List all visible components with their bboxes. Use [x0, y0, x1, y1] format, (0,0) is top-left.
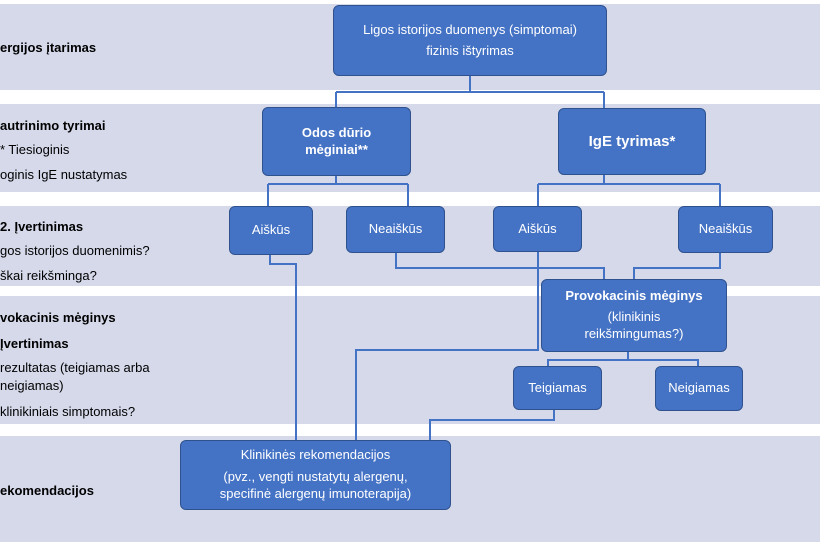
- row-label-tests-title: autrinimo tyrimai: [0, 118, 106, 133]
- unclear-left-label: Neaiškūs: [368, 221, 423, 237]
- row-label-prov-line2: rezultatas (teigiamas arba: [0, 360, 150, 375]
- provocation-title: Provokacinis mėginys: [565, 288, 703, 304]
- clear-right-box: Aiškūs: [493, 206, 582, 252]
- history-line2: fizinis ištyrimas: [426, 42, 514, 58]
- row-label-prov-title: vokacinis mėginys: [0, 310, 116, 325]
- connector-unclear-to-provocation: [395, 253, 605, 279]
- connector-positive-to-recommend: [429, 410, 555, 440]
- row-label-eval-line2: škai reikšminga?: [0, 268, 97, 283]
- recommendations-line2: specifinė alergenų imunoterapija): [219, 485, 412, 501]
- connector-unclear-right-to-provocation: [633, 253, 721, 279]
- skin-prick-box: Odos dūrio mėginiai**: [262, 107, 411, 176]
- positive-label: Teigiamas: [528, 379, 587, 395]
- unclear-left-box: Neaiškūs: [346, 206, 445, 253]
- history-box: Ligos istorijos duomenys (simptomai) fiz…: [333, 5, 607, 76]
- provocation-line1: (klinikinis: [607, 309, 661, 325]
- ige-test-label: IgE tyrimas*: [588, 132, 676, 150]
- clear-right-label: Aiškūs: [518, 220, 557, 236]
- connector-skin-split: [267, 176, 409, 206]
- row-label-tests-line1: * Tiesioginis: [0, 142, 70, 157]
- connector-provocation-split: [547, 352, 699, 366]
- clear-left-box: Aiškūs: [229, 206, 313, 255]
- recommendations-line1: (pvz., vengti nustatytų alergenų,: [223, 469, 408, 485]
- row-label-prov-line4: klinikiniais simptomais?: [0, 404, 136, 419]
- row-label-tests-line2: oginis IgE nustatymas: [0, 167, 128, 182]
- connector-history-split: [335, 76, 605, 108]
- positive-box: Teigiamas: [513, 366, 602, 410]
- ige-test-box: IgE tyrimas*: [558, 108, 706, 175]
- row-label-prov-line3: neigiamas): [0, 378, 64, 393]
- connector-clear-right-to-recommend: [355, 252, 539, 440]
- clear-left-label: Aiškūs: [251, 222, 291, 238]
- row-label-eval-title: 2. Įvertinimas: [0, 219, 84, 234]
- connector-clear-left-to-recommend: [269, 255, 297, 440]
- row-label-eval-line1: gos istorijos duomenimis?: [0, 243, 150, 258]
- history-line1: Ligos istorijos duomenys (simptomai): [363, 21, 577, 37]
- provocation-box: Provokacinis mėginys (klinikinis reikšmi…: [541, 279, 727, 352]
- row-label-recommendations: ekomendacijos: [0, 483, 94, 498]
- negative-label: Neigiamas: [668, 380, 730, 396]
- skin-prick-line1: Odos dūrio: [301, 124, 372, 140]
- row-label-prov-eval: Įvertinimas: [0, 336, 69, 351]
- recommendations-box: Klinikinės rekomendacijos (pvz., vengti …: [180, 440, 451, 510]
- unclear-right-label: Neaiškūs: [698, 221, 753, 237]
- provocation-line2: reikšmingumas?): [584, 325, 684, 341]
- connector-ige-split: [537, 175, 721, 206]
- negative-box: Neigiamas: [655, 366, 743, 411]
- skin-prick-line2: mėginiai**: [305, 141, 368, 157]
- unclear-right-box: Neaiškūs: [678, 206, 773, 253]
- recommendations-title: Klinikinės rekomendacijos: [240, 447, 391, 463]
- row-label-suspicion: ergijos įtarimas: [0, 40, 97, 55]
